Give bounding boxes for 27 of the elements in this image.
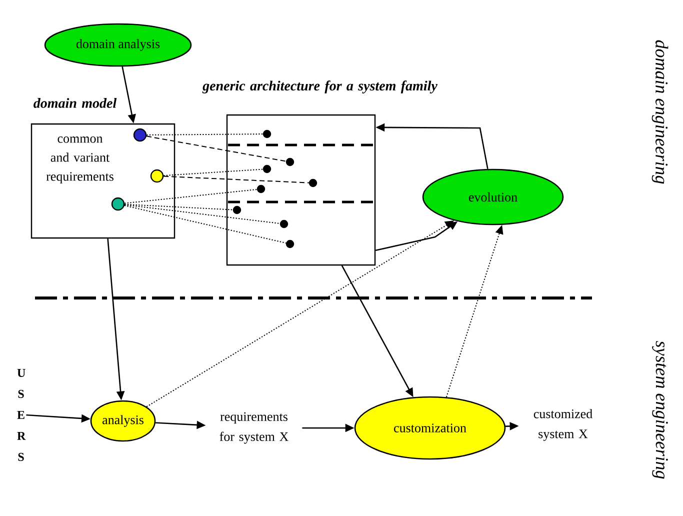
box-heading: domain model <box>34 98 117 108</box>
box-heading: generic architecture for a system family <box>202 80 438 94</box>
connector-line <box>124 188 258 204</box>
requirement-dot <box>111 197 125 211</box>
box-text: common and variant requirements <box>46 136 114 184</box>
connector-line <box>163 168 264 176</box>
component-dot <box>308 178 318 188</box>
component-dot <box>286 158 294 166</box>
connector-line <box>124 204 280 224</box>
connector-line <box>146 134 264 136</box>
requirement-dot <box>133 128 147 142</box>
connector-line <box>146 136 286 162</box>
connector-line <box>124 205 286 244</box>
requirement-dot <box>150 169 164 183</box>
component-dot <box>262 164 272 174</box>
section-label: domain engineering <box>652 40 668 184</box>
connector-line <box>124 204 234 210</box>
component-dot <box>280 220 288 228</box>
vertical-label: U S E R S <box>17 369 26 461</box>
flow-text: customized system X <box>534 409 592 441</box>
component-dot <box>256 184 266 194</box>
flow-text: requirements for system X <box>220 412 288 444</box>
component-dot <box>232 206 242 214</box>
section-label: system engineering <box>652 340 668 479</box>
component-dot <box>262 130 272 138</box>
connector-line <box>163 176 310 184</box>
component-dot <box>286 240 294 248</box>
